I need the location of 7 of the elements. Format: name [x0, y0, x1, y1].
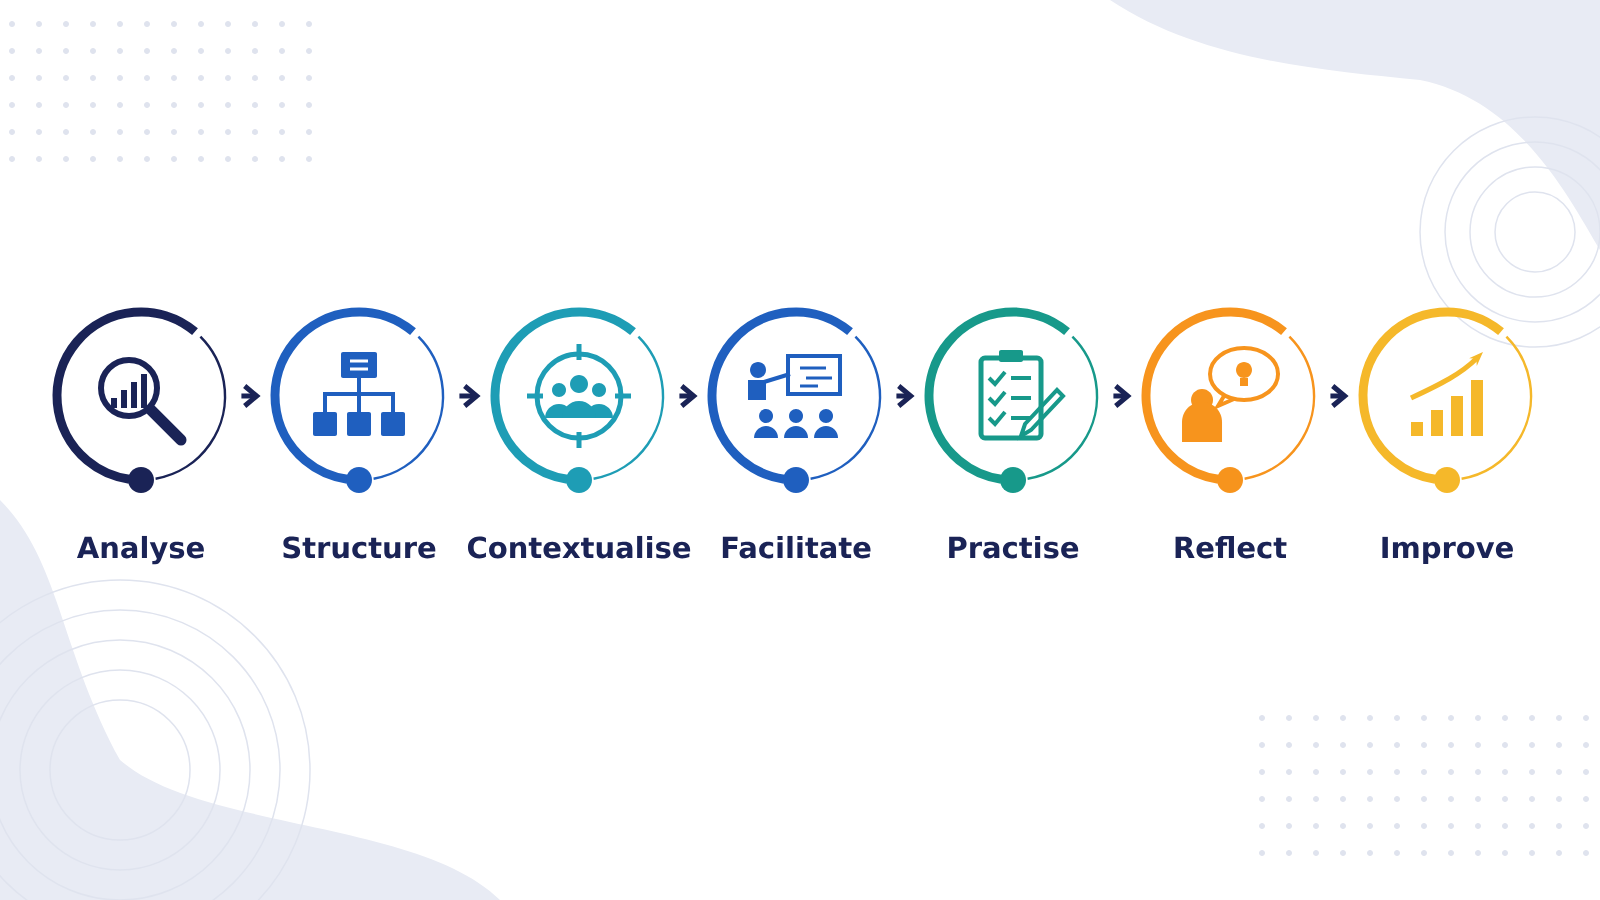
- step-label: Reflect: [1175, 535, 1287, 559]
- step-label: Structure: [283, 536, 436, 559]
- step-label: Analyse: [76, 535, 204, 565]
- step-label: Contextualise: [467, 535, 691, 559]
- step-label: Improve: [1382, 536, 1513, 564]
- step-label: Facilitate: [722, 535, 871, 559]
- step-label: Practise: [949, 535, 1079, 559]
